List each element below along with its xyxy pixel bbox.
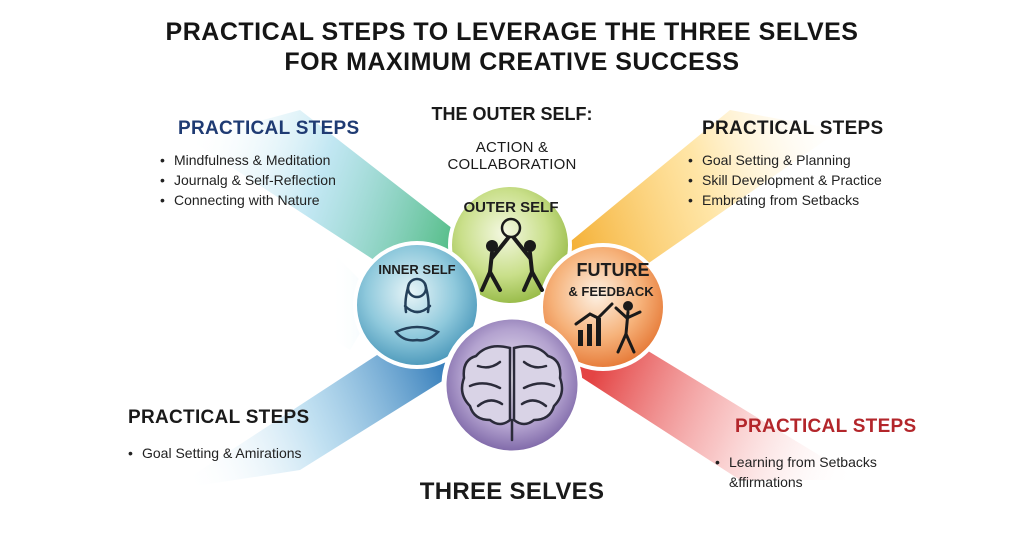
future-label-line2: & FEEDBACK bbox=[568, 284, 654, 299]
panel-heading: PRACTICAL STEPS bbox=[702, 118, 884, 139]
list-item: Goal Setting & Amirations bbox=[128, 443, 358, 463]
panel-bottom-right: PRACTICAL STEPS Learning from Setbacks &… bbox=[715, 416, 945, 492]
panel-top-left: PRACTICAL STEPS Mindfulness & Meditation… bbox=[160, 118, 390, 210]
title-line-1: PRACTICAL STEPS TO LEVERAGE THE THREE SE… bbox=[165, 18, 859, 46]
growth-chart-icon bbox=[574, 301, 642, 354]
ray-bottom-right bbox=[570, 340, 860, 480]
brain-icon bbox=[460, 345, 564, 442]
inner-self-circle bbox=[353, 241, 481, 369]
list-item: Skill Development & Practice bbox=[688, 170, 928, 190]
ray-left-mid bbox=[250, 250, 380, 350]
future-label-line1: FUTURE bbox=[576, 260, 650, 280]
three-selves-label: THREE SELVES bbox=[419, 478, 605, 505]
list-item: Connecting with Nature bbox=[160, 190, 390, 210]
outer-self-subtitle: ACTION & COLLABORATION bbox=[447, 139, 577, 173]
brain-circle bbox=[441, 314, 583, 456]
list-item: Embrating from Setbacks bbox=[688, 190, 928, 210]
panel-heading: PRACTICAL STEPS bbox=[128, 407, 310, 428]
panel-heading: PRACTICAL STEPS bbox=[178, 118, 360, 139]
panel-top-right: PRACTICAL STEPS Goal Setting & Planning … bbox=[688, 118, 928, 210]
inner-self-label: INNER SELF bbox=[378, 262, 456, 277]
list-item: Learning from Setbacks bbox=[715, 452, 945, 472]
title-line-2: FOR MAXIMUM CREATIVE SUCCESS bbox=[284, 48, 740, 76]
list-item: Mindfulness & Meditation bbox=[160, 150, 390, 170]
outer-self-heading: THE OUTER SELF: ACTION & COLLABORATION bbox=[412, 104, 612, 173]
outer-self-title: THE OUTER SELF: bbox=[431, 104, 593, 124]
future-feedback-circle bbox=[539, 243, 667, 371]
panel-bottom-left: PRACTICAL STEPS Goal Setting & Amiration… bbox=[128, 407, 358, 463]
outer-self-label: OUTER SELF bbox=[463, 199, 559, 216]
list-item: &ffirmations bbox=[729, 474, 803, 490]
panel-heading: PRACTICAL STEPS bbox=[735, 416, 917, 437]
collaboration-icon bbox=[480, 217, 544, 292]
list-item: Journalg & Self-Reflection bbox=[160, 170, 390, 190]
outer-self-circle bbox=[448, 183, 572, 307]
meditation-icon bbox=[394, 277, 441, 342]
list-item: Goal Setting & Planning bbox=[688, 150, 928, 170]
